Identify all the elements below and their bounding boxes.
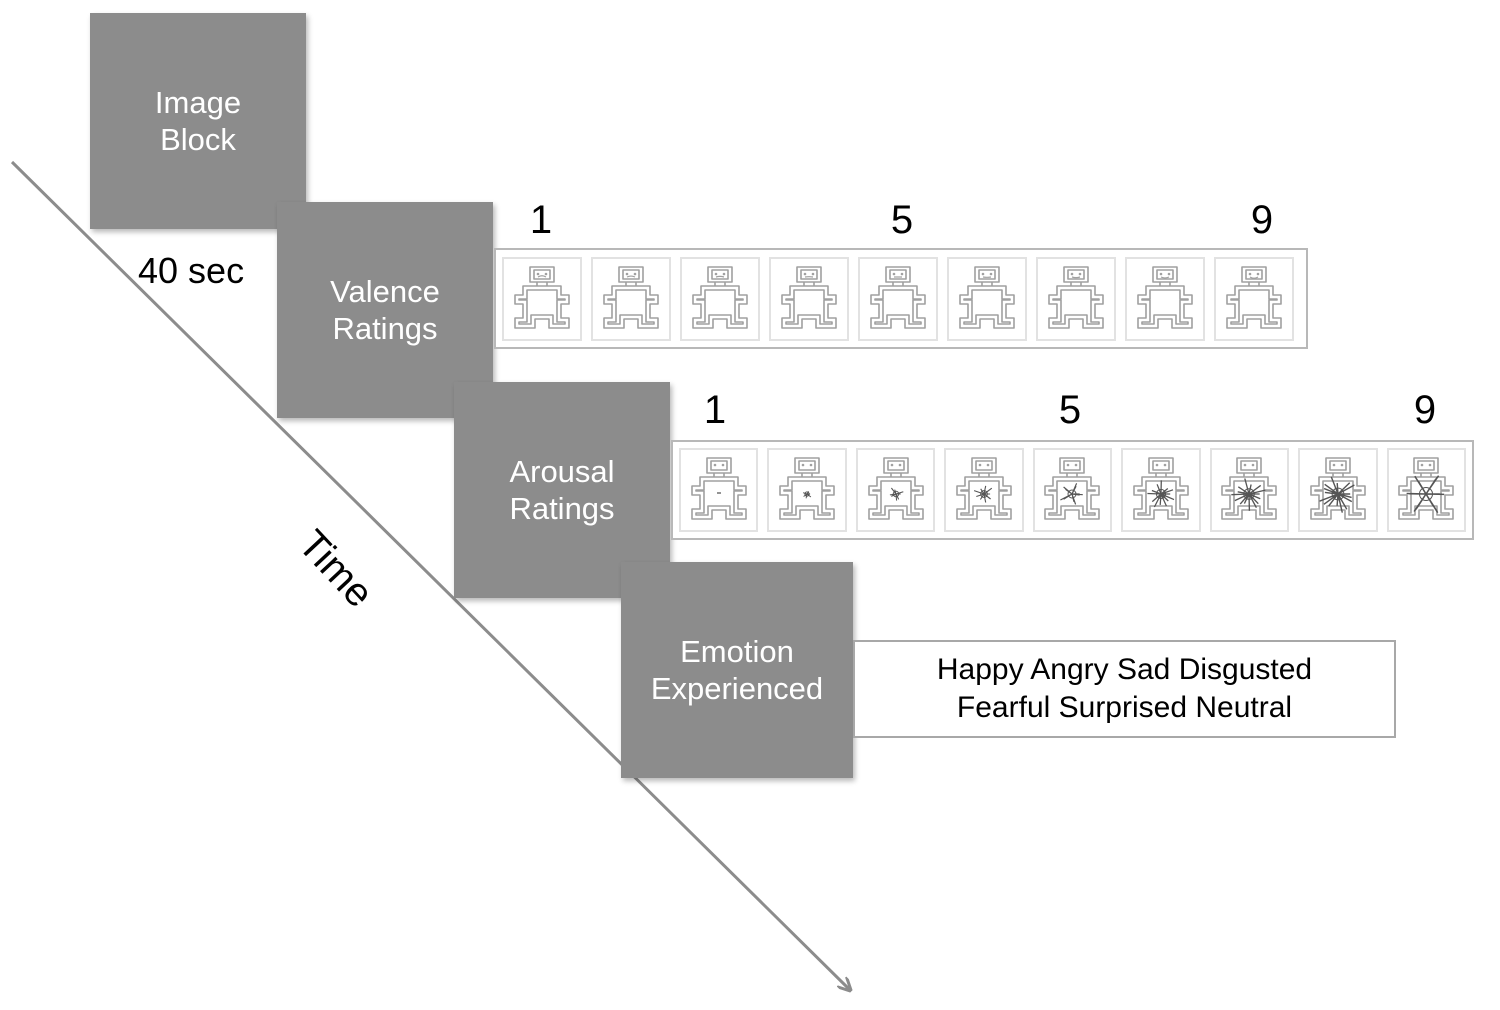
arousal-anchor-5: 5 bbox=[1058, 388, 1082, 432]
valence-cell-9 bbox=[1214, 256, 1294, 341]
valence-cell-6 bbox=[947, 256, 1027, 341]
arousal-cell-4 bbox=[944, 448, 1024, 532]
arousal-block-line2: Ratings bbox=[509, 491, 615, 526]
manikin-icon bbox=[867, 457, 924, 520]
valence-scale bbox=[494, 248, 1308, 349]
image-block: Image Block bbox=[90, 13, 306, 229]
manikin-icon bbox=[514, 265, 570, 329]
manikin-icon bbox=[692, 265, 748, 329]
arousal-cell-1 bbox=[679, 448, 759, 532]
manikin-icon bbox=[1044, 457, 1101, 520]
valence-block-line1: Valence bbox=[330, 274, 440, 309]
arousal-anchor-9: 9 bbox=[1413, 388, 1437, 432]
manikin-icon bbox=[1226, 265, 1282, 329]
manikin-icon bbox=[1398, 457, 1455, 520]
manikin-icon bbox=[779, 457, 835, 520]
arousal-cell-7 bbox=[1209, 448, 1290, 532]
arousal-scale bbox=[671, 440, 1474, 540]
arousal-cell-6 bbox=[1121, 448, 1201, 532]
manikin-icon bbox=[1221, 457, 1278, 520]
valence-cell-8 bbox=[1125, 256, 1205, 341]
valence-cell-4 bbox=[769, 256, 849, 341]
manikin-icon bbox=[781, 265, 837, 329]
manikin-icon bbox=[1309, 457, 1366, 520]
manikin-icon bbox=[603, 265, 659, 329]
arousal-cell-3 bbox=[855, 448, 936, 532]
time-arrow-line bbox=[10, 160, 850, 990]
valence-block-line2: Ratings bbox=[332, 311, 438, 346]
emotion-options-line2: Fearful Surprised Neutral bbox=[956, 691, 1293, 724]
arousal-block-line1: Arousal bbox=[509, 454, 615, 489]
emotion-block-line1: Emotion bbox=[680, 634, 794, 669]
image-block-line2: Block bbox=[160, 122, 236, 157]
valence-anchor-5: 5 bbox=[890, 198, 914, 242]
valence-anchor-1: 1 bbox=[529, 198, 553, 242]
arousal-cell-2 bbox=[767, 448, 847, 532]
emotion-experienced-block: Emotion Experienced bbox=[621, 562, 853, 778]
manikin-icon bbox=[1133, 457, 1189, 520]
image-block-line1: Image bbox=[154, 85, 242, 120]
emotion-block-line2: Experienced bbox=[650, 671, 824, 706]
valence-cell-5 bbox=[858, 256, 938, 341]
arousal-cell-5 bbox=[1032, 448, 1113, 532]
valence-cell-2 bbox=[591, 256, 671, 341]
valence-cell-1 bbox=[502, 256, 582, 341]
emotion-options-line1: Happy Angry Sad Disgusted bbox=[936, 653, 1313, 686]
manikin-icon bbox=[870, 265, 926, 329]
manikin-icon bbox=[1048, 265, 1104, 329]
manikin-icon bbox=[1137, 265, 1193, 329]
emotion-options-box: Happy Angry Sad Disgusted Fearful Surpri… bbox=[853, 640, 1396, 738]
arousal-cell-8 bbox=[1298, 448, 1378, 532]
duration-label: 40 sec bbox=[138, 250, 245, 291]
arousal-anchor-1: 1 bbox=[703, 388, 727, 432]
manikin-icon bbox=[956, 457, 1012, 520]
manikin-icon bbox=[690, 457, 747, 520]
valence-cell-7 bbox=[1036, 256, 1116, 341]
valence-cell-3 bbox=[680, 256, 760, 341]
arousal-cell-9 bbox=[1386, 448, 1466, 532]
valence-anchor-9: 9 bbox=[1250, 198, 1274, 242]
manikin-icon bbox=[959, 265, 1015, 329]
